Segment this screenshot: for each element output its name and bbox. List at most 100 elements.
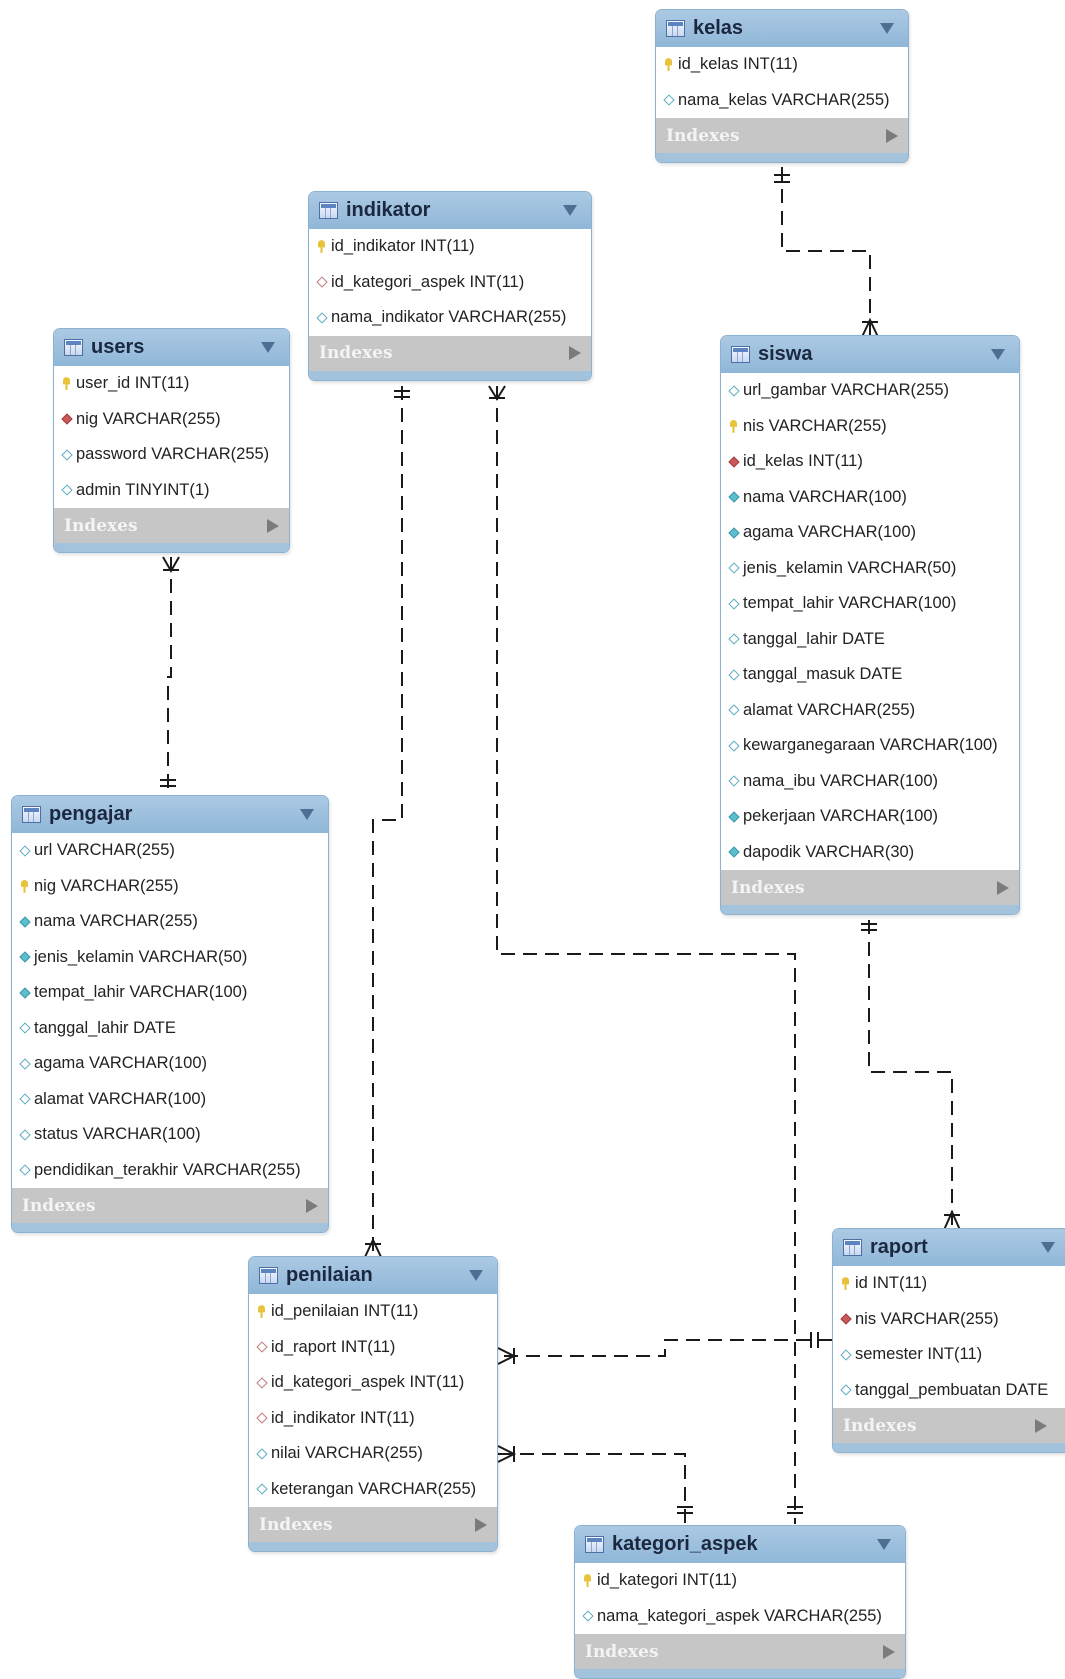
- indexes-bar[interactable]: Indexes: [575, 1634, 905, 1678]
- column-row[interactable]: alamat VARCHAR(255): [721, 693, 1019, 729]
- collapse-arrow-icon[interactable]: [877, 1539, 891, 1550]
- column-label: id_kategori_aspek INT(11): [271, 1373, 465, 1392]
- column-row[interactable]: status VARCHAR(100): [12, 1117, 328, 1153]
- column-row[interactable]: pekerjaan VARCHAR(100): [721, 799, 1019, 835]
- table-siswa[interactable]: siswa url_gambar VARCHAR(255) nis VARCHA…: [720, 335, 1020, 915]
- collapse-arrow-icon[interactable]: [469, 1270, 483, 1281]
- table-header[interactable]: raport: [833, 1229, 1065, 1266]
- column-row[interactable]: admin TINYINT(1): [54, 473, 289, 509]
- column-row[interactable]: tempat_lahir VARCHAR(100): [721, 586, 1019, 622]
- column-row[interactable]: tanggal_lahir DATE: [12, 1011, 328, 1047]
- table-header[interactable]: kelas: [656, 10, 908, 47]
- collapse-arrow-icon[interactable]: [1041, 1242, 1055, 1253]
- column-row[interactable]: nama VARCHAR(255): [12, 904, 328, 940]
- column-row[interactable]: password VARCHAR(255): [54, 437, 289, 473]
- column-row[interactable]: agama VARCHAR(100): [12, 1046, 328, 1082]
- column-row[interactable]: nig VARCHAR(255): [54, 402, 289, 438]
- indexes-bar[interactable]: Indexes: [309, 335, 591, 380]
- column-row[interactable]: id_kategori_aspek INT(11): [249, 1365, 497, 1401]
- table-kategori-aspek[interactable]: kategori_aspek id_kategori INT(11) nama_…: [574, 1525, 906, 1679]
- collapse-arrow-icon[interactable]: [991, 349, 1005, 360]
- table-penilaian[interactable]: penilaian id_penilaian INT(11) id_raport…: [248, 1256, 498, 1552]
- table-name: indikator: [346, 199, 431, 221]
- column-row[interactable]: nilai VARCHAR(255): [249, 1436, 497, 1472]
- table-raport[interactable]: raport id INT(11) nis VARCHAR(255) semes…: [832, 1228, 1065, 1453]
- foreign-key-icon: [255, 1412, 268, 1425]
- column-row[interactable]: tanggal_lahir DATE: [721, 622, 1019, 658]
- column-row[interactable]: nis VARCHAR(255): [721, 409, 1019, 445]
- column-row[interactable]: id_kelas INT(11): [656, 47, 908, 83]
- expand-arrow-icon[interactable]: [997, 880, 1009, 895]
- column-row[interactable]: nama_indikator VARCHAR(255): [309, 300, 591, 336]
- column-row[interactable]: nama_kelas VARCHAR(255): [656, 83, 908, 119]
- expand-arrow-icon[interactable]: [475, 1517, 487, 1532]
- table-header[interactable]: penilaian: [249, 1257, 497, 1294]
- indexes-bar[interactable]: Indexes: [833, 1408, 1065, 1452]
- collapse-arrow-icon[interactable]: [880, 23, 894, 34]
- table-name: siswa: [758, 343, 813, 365]
- nullable-column-icon: [727, 562, 740, 575]
- indexes-bar[interactable]: Indexes: [249, 1507, 497, 1551]
- table-users[interactable]: users user_id INT(11) nig VARCHAR(255) p…: [53, 328, 290, 553]
- column-label: status VARCHAR(100): [34, 1125, 201, 1144]
- column-row[interactable]: tempat_lahir VARCHAR(100): [12, 975, 328, 1011]
- column-row[interactable]: id_indikator INT(11): [309, 229, 591, 265]
- table-kelas[interactable]: kelas id_kelas INT(11) nama_kelas VARCHA…: [655, 9, 909, 163]
- indexes-bar[interactable]: Indexes: [721, 870, 1019, 914]
- table-pengajar[interactable]: pengajar url VARCHAR(255) nig VARCHAR(25…: [11, 795, 329, 1233]
- column-row[interactable]: jenis_kelamin VARCHAR(50): [12, 940, 328, 976]
- table-header[interactable]: kategori_aspek: [575, 1526, 905, 1563]
- collapse-arrow-icon[interactable]: [563, 205, 577, 216]
- table-indikator[interactable]: indikator id_indikator INT(11) id_katego…: [308, 191, 592, 381]
- column-row[interactable]: user_id INT(11): [54, 366, 289, 402]
- column-row[interactable]: id_kategori_aspek INT(11): [309, 265, 591, 301]
- column-row[interactable]: tanggal_pembuatan DATE: [833, 1373, 1065, 1409]
- column-row[interactable]: pendidikan_terakhir VARCHAR(255): [12, 1153, 328, 1189]
- column-row[interactable]: id_raport INT(11): [249, 1330, 497, 1366]
- column-row[interactable]: id_indikator INT(11): [249, 1401, 497, 1437]
- column-row[interactable]: id_penilaian INT(11): [249, 1294, 497, 1330]
- table-header[interactable]: pengajar: [12, 796, 328, 833]
- indexes-bar[interactable]: Indexes: [12, 1188, 328, 1232]
- column-label: alamat VARCHAR(100): [34, 1089, 207, 1108]
- column-row[interactable]: nama_ibu VARCHAR(100): [721, 764, 1019, 800]
- column-label: agama VARCHAR(100): [34, 1054, 208, 1073]
- table-header[interactable]: siswa: [721, 336, 1019, 373]
- nullable-column-icon: [727, 597, 740, 610]
- expand-arrow-icon[interactable]: [306, 1198, 318, 1213]
- column-row[interactable]: url VARCHAR(255): [12, 833, 328, 869]
- column-row[interactable]: jenis_kelamin VARCHAR(50): [721, 551, 1019, 587]
- column-row[interactable]: id_kelas INT(11): [721, 444, 1019, 480]
- expand-arrow-icon[interactable]: [886, 128, 898, 143]
- indexes-bar[interactable]: Indexes: [656, 118, 908, 162]
- column-row[interactable]: alamat VARCHAR(100): [12, 1082, 328, 1118]
- column-row[interactable]: nama VARCHAR(100): [721, 480, 1019, 516]
- primary-key-icon: [727, 419, 740, 433]
- indexes-bar[interactable]: Indexes: [54, 508, 289, 552]
- table-header[interactable]: indikator: [309, 192, 591, 229]
- rel-indikator-penilaian: [372, 386, 403, 1257]
- column-row[interactable]: url_gambar VARCHAR(255): [721, 373, 1019, 409]
- expand-arrow-icon[interactable]: [267, 518, 279, 533]
- column-row[interactable]: agama VARCHAR(100): [721, 515, 1019, 551]
- expand-arrow-icon[interactable]: [569, 346, 581, 360]
- column-row[interactable]: nis VARCHAR(255): [833, 1302, 1065, 1338]
- column-row[interactable]: dapodik VARCHAR(30): [721, 835, 1019, 871]
- column-row[interactable]: nama_kategori_aspek VARCHAR(255): [575, 1599, 905, 1635]
- column-label: jenis_kelamin VARCHAR(50): [34, 947, 248, 966]
- column-row[interactable]: keterangan VARCHAR(255): [249, 1472, 497, 1508]
- not-null-column-icon: [727, 810, 740, 823]
- column-row[interactable]: tanggal_masuk DATE: [721, 657, 1019, 693]
- expand-arrow-icon[interactable]: [1035, 1418, 1047, 1433]
- collapse-arrow-icon[interactable]: [300, 809, 314, 820]
- column-row[interactable]: kewarganegaraan VARCHAR(100): [721, 728, 1019, 764]
- collapse-arrow-icon[interactable]: [261, 342, 275, 353]
- column-row[interactable]: id_kategori INT(11): [575, 1563, 905, 1599]
- column-row[interactable]: semester INT(11): [833, 1337, 1065, 1373]
- primary-key-icon: [581, 1574, 594, 1588]
- table-header[interactable]: users: [54, 329, 289, 366]
- column-row[interactable]: id INT(11): [833, 1266, 1065, 1302]
- column-row[interactable]: nig VARCHAR(255): [12, 869, 328, 905]
- nullable-column-icon: [18, 1057, 31, 1070]
- expand-arrow-icon[interactable]: [883, 1644, 895, 1659]
